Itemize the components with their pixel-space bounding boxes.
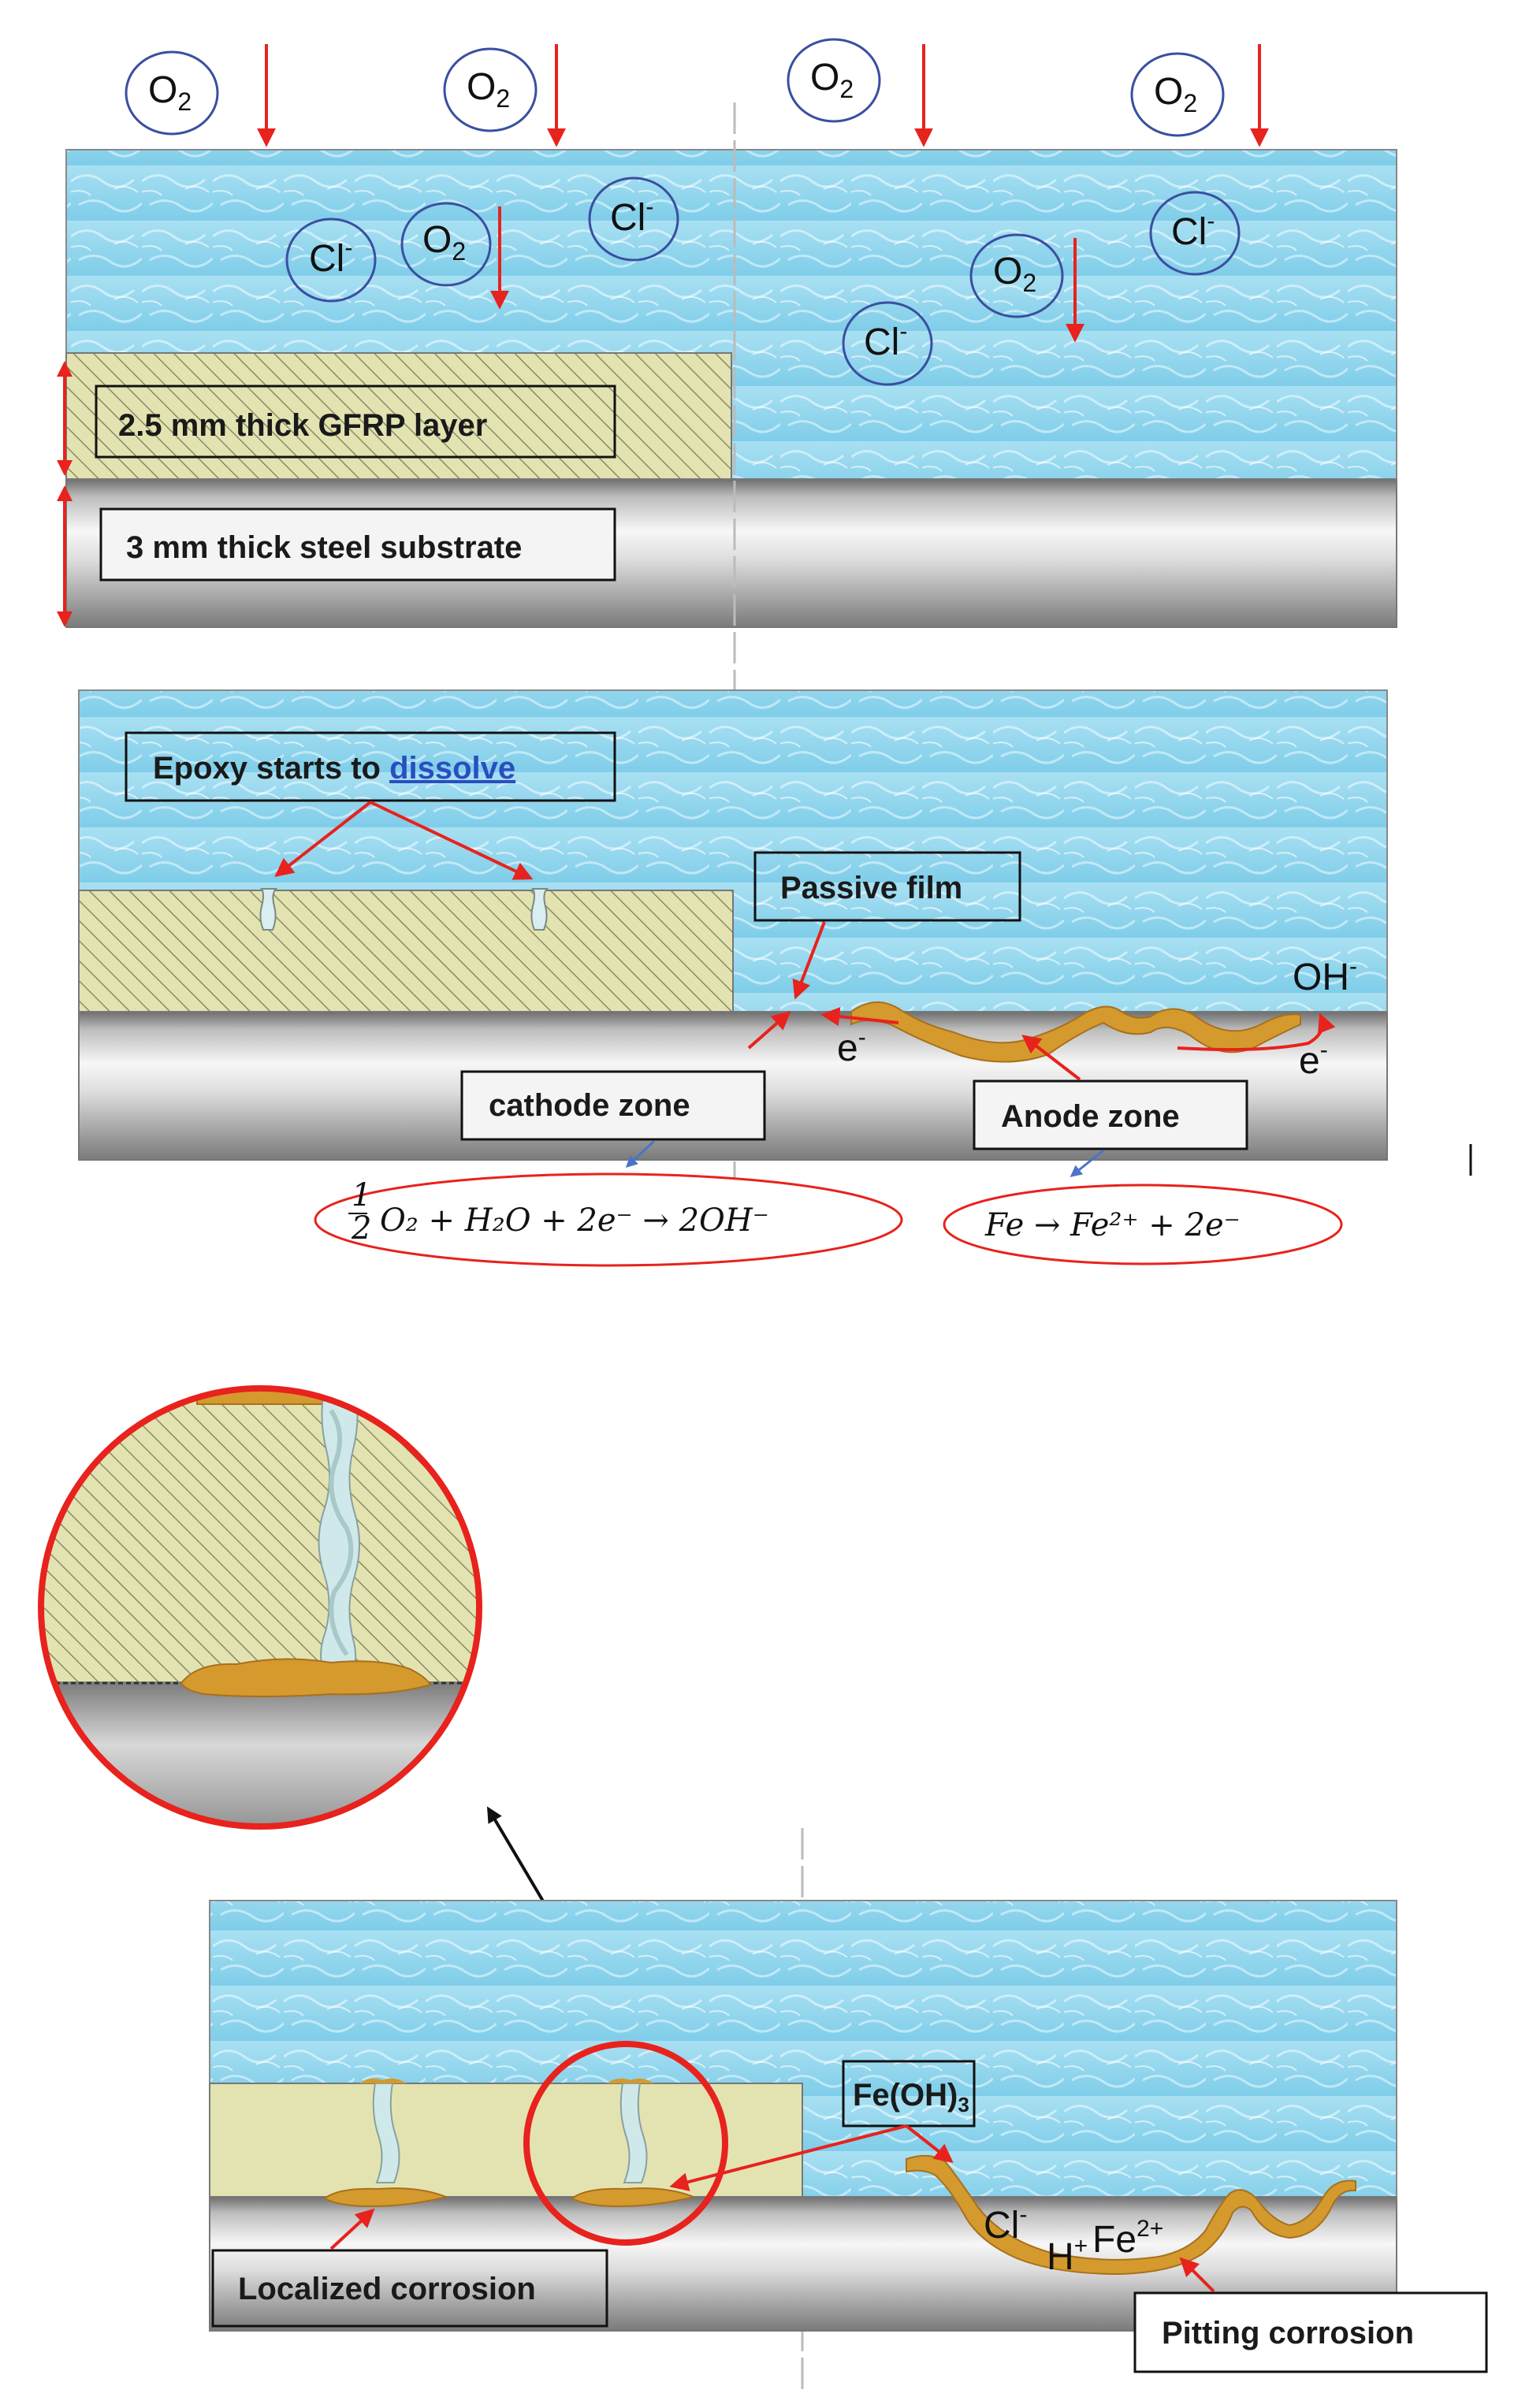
oxygen-molecule: O2 [443, 44, 566, 147]
epoxy-channel [259, 888, 278, 931]
svg-text:Epoxy starts to dissolve: Epoxy starts to dissolve [153, 751, 515, 786]
localized-corrosion-spot [323, 2187, 449, 2208]
svg-text:Fe(OH)3: Fe(OH)3 [853, 2078, 969, 2116]
svg-text:Passive film: Passive film [780, 871, 962, 905]
oxygen-molecule: O2 [1130, 44, 1269, 147]
svg-text:O₂ + H₂O + 2e⁻ → 2OH⁻: O₂ + H₂O + 2e⁻ → 2OH⁻ [380, 1202, 769, 1239]
chloride-label: Cl- [984, 2202, 1027, 2246]
chloride-ion: Cl- [285, 217, 377, 303]
svg-text:Pitting corrosion: Pitting corrosion [1162, 2316, 1414, 2350]
svg-text:Cl-: Cl- [1171, 208, 1215, 253]
panel-2: Epoxy starts to dissolve Passive film e-… [78, 689, 1388, 1177]
epoxy-channel [619, 2083, 648, 2183]
svg-text:2.5 mm thick GFRP layer: 2.5 mm thick GFRP layer [118, 408, 487, 443]
anode-equation: Fe → Fe²⁺ + 2e⁻ [943, 1184, 1343, 1265]
oxygen-molecule: O2 [400, 202, 509, 310]
svg-text:Cl-: Cl- [309, 235, 352, 280]
epoxy-channel [530, 888, 549, 931]
epoxy-dissolve-label: Epoxy starts to dissolve [125, 731, 616, 802]
svg-text:O2: O2 [1154, 71, 1197, 117]
svg-text:1: 1 [352, 1177, 371, 1213]
svg-text:O2: O2 [148, 69, 192, 116]
svg-text:Cl-: Cl- [864, 318, 907, 363]
proton-label: H+ [1047, 2233, 1088, 2278]
feoh3-label: Fe(OH)3 [842, 2060, 976, 2127]
gfrp-layer-1 [65, 352, 732, 481]
svg-text:O2: O2 [810, 57, 854, 103]
svg-text:O2: O2 [422, 219, 466, 266]
panel-3: Cl- H+ Fe2+ Fe(OH)3 Localized corrosion … [209, 1900, 1488, 2373]
oxygen-molecule: O2 [787, 38, 933, 147]
passive-film-label: Passive film [753, 851, 1021, 922]
chloride-ion: Cl- [1149, 191, 1241, 276]
electron-label: e- [1299, 1037, 1328, 1082]
panel-1: 2.5 mm thick GFRP layer 3 mm thick steel… [57, 38, 1397, 628]
electron-label: e- [837, 1024, 866, 1069]
svg-text:2: 2 [351, 1210, 371, 1247]
svg-text:Localized corrosion: Localized corrosion [238, 2272, 536, 2306]
cathode-equation: 1 2 O₂ + H₂O + 2e⁻ → 2OH⁻ [314, 1172, 903, 1267]
pitting-corrosion-label: Pitting corrosion [1133, 2291, 1488, 2373]
zoom-detail [38, 1385, 482, 1830]
localized-corrosion-spot [571, 2187, 697, 2208]
localized-corrosion-label: Localized corrosion [211, 2249, 608, 2328]
rust-deposit [850, 1001, 1301, 1063]
hydroxide-label: OH- [1293, 953, 1357, 998]
steel-substrate-label: 3 mm thick steel substrate [99, 507, 616, 582]
oxygen-molecule: O2 [125, 44, 276, 147]
oxygen-molecule: O2 [969, 233, 1084, 343]
svg-text:O2: O2 [467, 66, 510, 113]
ferrous-label: Fe2+ [1092, 2216, 1163, 2261]
epoxy-channel [372, 2083, 400, 2183]
zoom-source-circle [523, 2041, 728, 2246]
chloride-ion: Cl- [842, 301, 933, 386]
svg-text:Fe → Fe²⁺ + 2e⁻: Fe → Fe²⁺ + 2e⁻ [984, 1207, 1241, 1243]
pitting-corrosion-profile [906, 2154, 1356, 2276]
svg-text:O2: O2 [993, 251, 1036, 297]
gfrp-layer-2 [78, 890, 734, 1017]
svg-text:Anode zone: Anode zone [1001, 1099, 1180, 1134]
chloride-ion: Cl- [588, 177, 679, 262]
cathode-zone-label: cathode zone [460, 1070, 766, 1141]
anode-zone-label: Anode zone [973, 1080, 1248, 1150]
svg-text:3 mm thick steel substrate: 3 mm thick steel substrate [126, 530, 522, 565]
svg-text:Cl-: Cl- [610, 194, 653, 239]
gfrp-layer-label: 2.5 mm thick GFRP layer [95, 385, 616, 459]
svg-text:cathode zone: cathode zone [489, 1088, 690, 1123]
